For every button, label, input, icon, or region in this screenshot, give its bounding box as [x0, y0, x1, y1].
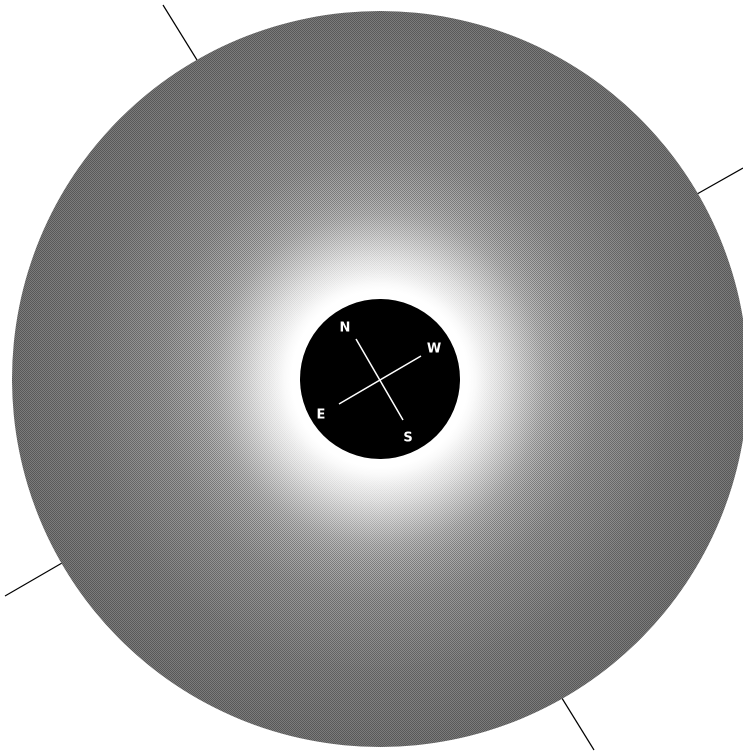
axis-line-right	[690, 168, 743, 198]
compass-label-west: W	[427, 342, 441, 357]
compass-label-south: S	[403, 431, 412, 446]
compass-label-north: N	[340, 321, 351, 336]
axis-line-upper-left	[163, 5, 197, 60]
compass-label-east: E	[317, 408, 326, 423]
axis-line-lower-right	[560, 695, 594, 750]
axis-line-left	[5, 563, 62, 596]
